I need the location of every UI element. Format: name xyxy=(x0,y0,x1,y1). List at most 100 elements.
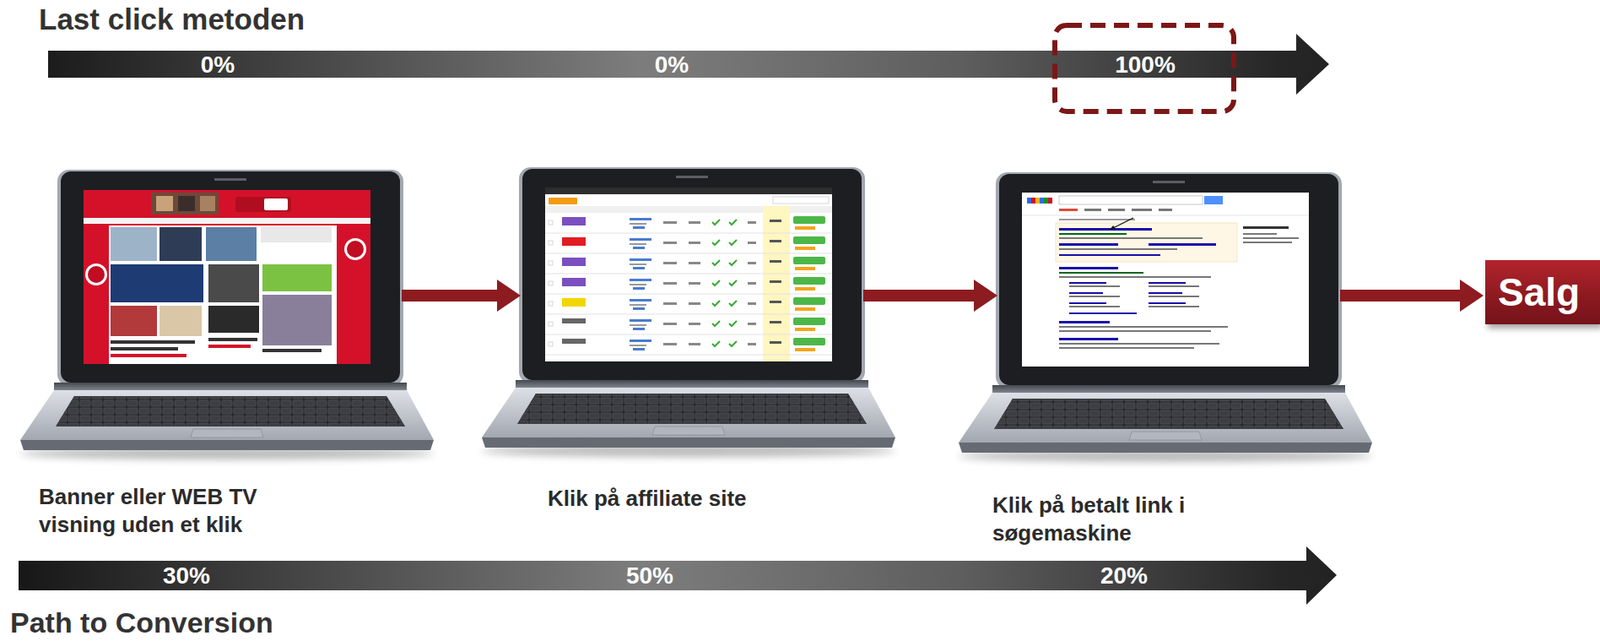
illustration-part xyxy=(1148,291,1183,294)
dashed-highlight xyxy=(1054,25,1234,112)
illustration-part xyxy=(1069,302,1107,304)
illustration-part xyxy=(1131,208,1152,211)
illustration-part xyxy=(1069,305,1120,308)
illustration-part xyxy=(208,344,251,348)
illustration-part xyxy=(110,305,157,336)
illustration-part xyxy=(159,305,202,336)
illustration-part xyxy=(1059,275,1211,278)
channel-step: Banner eller WEB TV visning uden et klik xyxy=(60,171,400,383)
illustration-part xyxy=(110,227,157,261)
step-caption: Klik på affiliate site xyxy=(547,484,903,513)
illustration-part xyxy=(159,227,202,261)
illustration-part xyxy=(1059,254,1161,256)
illustration-part xyxy=(110,340,195,344)
channel-step: Klik på betalt link i søgemaskine xyxy=(999,173,1339,385)
illustration-part xyxy=(1059,227,1152,231)
illustration-part xyxy=(1059,325,1228,328)
section-heading: Path to Conversion xyxy=(10,607,274,637)
illustration-part xyxy=(83,217,371,224)
illustration-part xyxy=(1059,329,1211,332)
illustration-part xyxy=(1059,248,1178,250)
illustration-part xyxy=(110,346,179,351)
illustration-part xyxy=(481,167,897,457)
illustration-part xyxy=(1059,266,1119,270)
illustration-part xyxy=(1069,281,1107,284)
illustration-part xyxy=(1043,197,1049,204)
illustration-part xyxy=(1243,226,1289,229)
illustration-part xyxy=(545,276,833,294)
flow-arrow xyxy=(1340,289,1460,302)
illustration-part xyxy=(762,205,790,362)
percent-value: 50% xyxy=(626,563,674,588)
illustration-part xyxy=(1148,281,1186,284)
illustration-part xyxy=(205,227,257,261)
flow-arrow xyxy=(863,289,974,302)
illustration-part xyxy=(264,198,288,211)
illustration-part xyxy=(1148,302,1186,304)
illustration-part xyxy=(1059,195,1203,205)
illustration-part xyxy=(562,237,586,246)
illustration-part xyxy=(83,189,371,364)
illustration-part xyxy=(562,318,586,324)
illustration-part xyxy=(545,187,833,362)
illustration-part xyxy=(1204,195,1223,205)
illustration-part xyxy=(1069,312,1137,314)
sale-box: Salg xyxy=(1485,259,1600,325)
illustration-part xyxy=(1031,197,1036,204)
illustration-part xyxy=(1059,342,1220,345)
illustration-part xyxy=(19,169,435,460)
illustration-part xyxy=(1048,197,1053,204)
flow-arrow xyxy=(401,289,498,302)
illustration-part xyxy=(1059,232,1127,235)
illustration-part xyxy=(156,195,173,211)
illustration-part xyxy=(260,227,332,243)
illustration-part xyxy=(545,216,833,233)
illustration-part xyxy=(110,353,187,357)
illustration-part xyxy=(1021,192,1309,367)
illustration-part xyxy=(1158,208,1173,211)
illustration-part xyxy=(957,172,1373,462)
illustration-part xyxy=(262,294,332,346)
illustration-part xyxy=(562,277,586,287)
illustration-part xyxy=(545,317,833,335)
illustration-part xyxy=(262,348,322,352)
illustration-part xyxy=(108,225,337,364)
illustration-part xyxy=(200,195,216,211)
laptop-illustration xyxy=(19,169,435,460)
illustration-part xyxy=(1069,295,1120,298)
illustration-part xyxy=(1243,232,1277,235)
illustration-part xyxy=(151,192,219,215)
illustration-part xyxy=(1021,192,1309,367)
illustration-part xyxy=(235,196,292,212)
illustration-part xyxy=(1069,285,1120,287)
illustration-part xyxy=(548,197,578,205)
illustration-part xyxy=(1148,285,1200,287)
channel-step: Klik på affiliate site xyxy=(522,168,862,380)
percent-value: 20% xyxy=(1100,563,1148,588)
illustration-part xyxy=(85,263,108,286)
attribution-bar xyxy=(18,545,1337,605)
illustration-part xyxy=(562,216,586,226)
illustration-part xyxy=(1059,337,1119,341)
illustration-part xyxy=(344,237,367,260)
illustration-part xyxy=(208,305,260,333)
laptop-illustration xyxy=(481,167,897,457)
illustration-part xyxy=(178,195,195,211)
attribution-bar xyxy=(48,33,1330,95)
illustration-part xyxy=(346,240,364,258)
box-label: Salg xyxy=(1497,272,1580,312)
step-caption: Klik på betalt link i søgemaskine xyxy=(992,491,1246,546)
illustration-part xyxy=(545,236,833,254)
diagram-title: Last click metoden xyxy=(38,3,305,37)
illustration-part xyxy=(545,297,833,314)
illustration-part xyxy=(1109,225,1116,230)
step-caption: Banner eller WEB TV visning uden et klik xyxy=(38,482,309,538)
percent-value: 0% xyxy=(200,53,235,77)
illustration-part xyxy=(545,187,833,195)
illustration-part xyxy=(1243,241,1292,244)
illustration-part xyxy=(1027,197,1032,204)
illustration-part xyxy=(208,337,258,341)
illustration-part xyxy=(1059,208,1078,211)
